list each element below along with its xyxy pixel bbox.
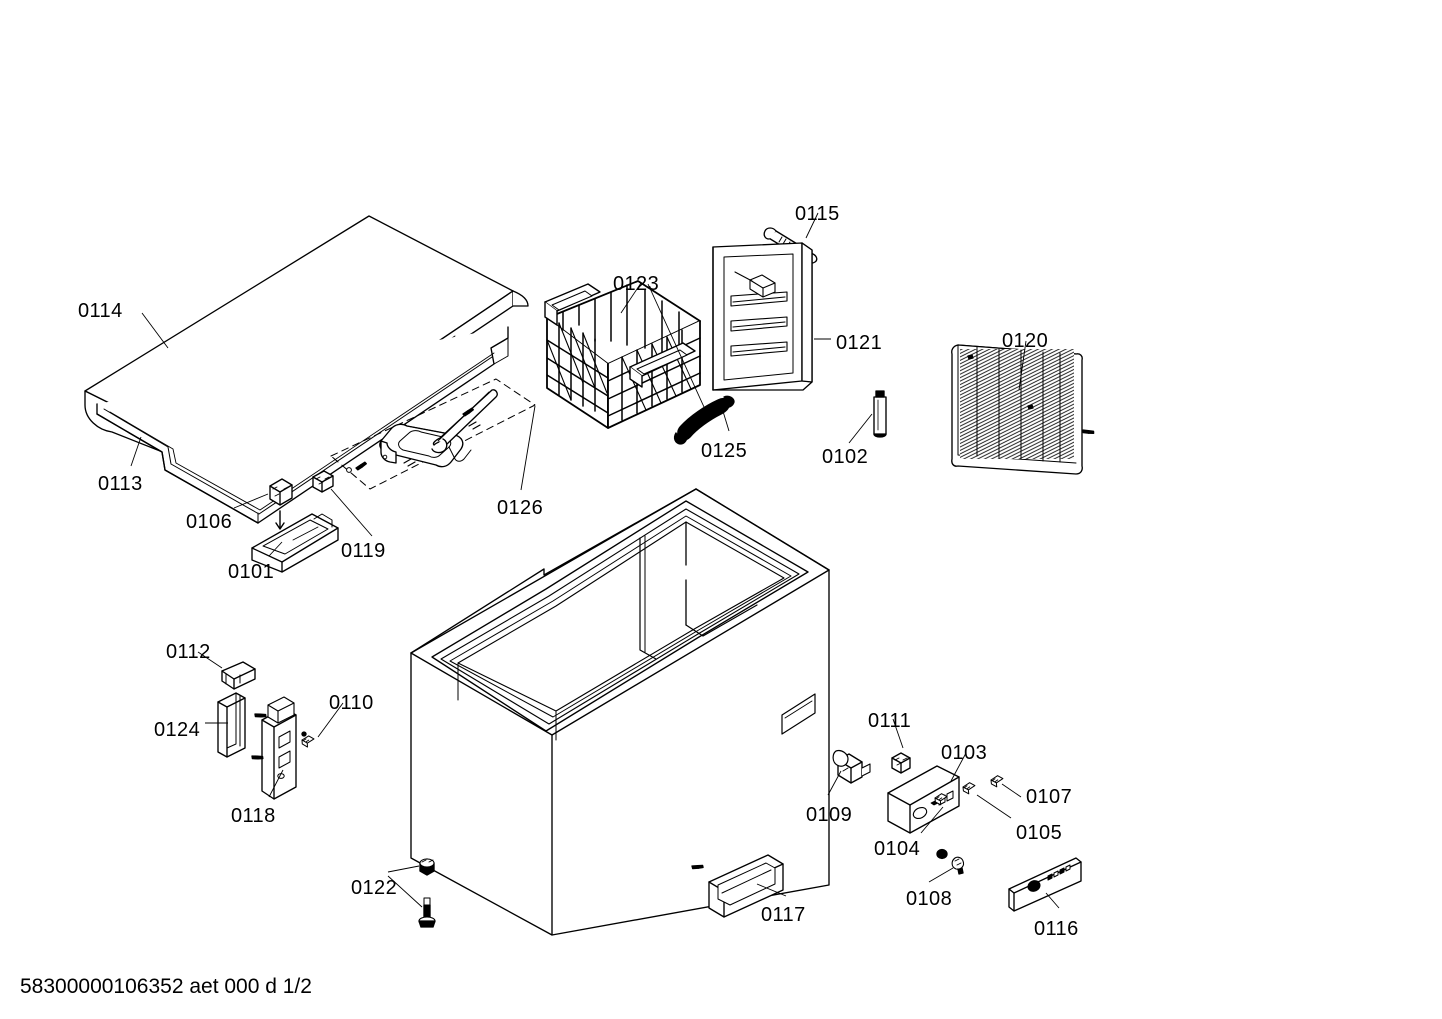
part-0106-lock-cylinder (269, 478, 293, 530)
part-label-0123: 0123 (613, 273, 660, 295)
part-label-0106: 0106 (186, 511, 233, 533)
part-label-0122: 0122 (351, 877, 398, 899)
part-0118-hinge-body (250, 696, 307, 800)
part-label-0107: 0107 (1026, 786, 1073, 808)
part-0110-hinge-clip (301, 734, 316, 749)
part-0109-cable-clamp (832, 749, 871, 784)
part-0119-handle-bushing (312, 470, 334, 493)
part-0103-control-box (887, 765, 960, 834)
part-label-0120: 0120 (1002, 330, 1049, 352)
sheet-footer-text: 58300000106352 aet 000 d 1/2 (20, 975, 312, 998)
cabinet-body (410, 488, 830, 936)
part-label-0117: 0117 (761, 904, 806, 926)
part-label-0125: 0125 (701, 440, 748, 462)
part-label-0124: 0124 (154, 719, 201, 741)
part-0120-condenser-grille (951, 344, 1096, 475)
part-label-0101: 0101 (228, 561, 275, 583)
part-label-0116: 0116 (1034, 918, 1079, 940)
part-label-0126: 0126 (497, 497, 544, 519)
part-0107-fastener-clip-c (989, 774, 1005, 789)
part-0126-lid-handle-assembly (330, 378, 536, 490)
leader-lines (130, 212, 1060, 909)
part-0125-basket-handle (673, 395, 735, 445)
part-0116-display-panel (1008, 857, 1082, 912)
part-label-0102: 0102 (822, 446, 869, 468)
part-0105-fastener-clip-b (961, 781, 977, 796)
part-label-0110: 0110 (329, 692, 374, 714)
part-0102-cylinder-rod (873, 390, 887, 438)
part-label-0111: 0111 (868, 710, 912, 732)
part-0111-grommet (891, 752, 911, 774)
part-label-0104: 0104 (874, 838, 921, 860)
part-0123-wire-basket (544, 280, 701, 429)
part-label-0113: 0113 (98, 473, 143, 495)
part-0112-hinge-cap (221, 661, 256, 690)
part-0124-hinge-cover (217, 692, 246, 758)
part-label-0119: 0119 (341, 540, 386, 562)
part-0117-drain-plug-housing (690, 854, 784, 918)
part-0108-screw-small (936, 848, 965, 875)
part-label-0108: 0108 (906, 888, 953, 910)
part-label-0105: 0105 (1016, 822, 1063, 844)
part-label-0118: 0118 (231, 805, 276, 827)
part-0122-nut-and-bolt (418, 858, 436, 928)
part-label-0121: 0121 (836, 332, 883, 354)
part-label-0103: 0103 (941, 742, 988, 764)
part-label-0115: 0115 (795, 203, 840, 225)
part-label-0114: 0114 (78, 300, 123, 322)
part-label-0112: 0112 (166, 641, 211, 663)
part-label-0109: 0109 (806, 804, 853, 826)
part-0121-divider-panel (712, 242, 813, 391)
part-0113-lid-gasket (96, 326, 509, 524)
